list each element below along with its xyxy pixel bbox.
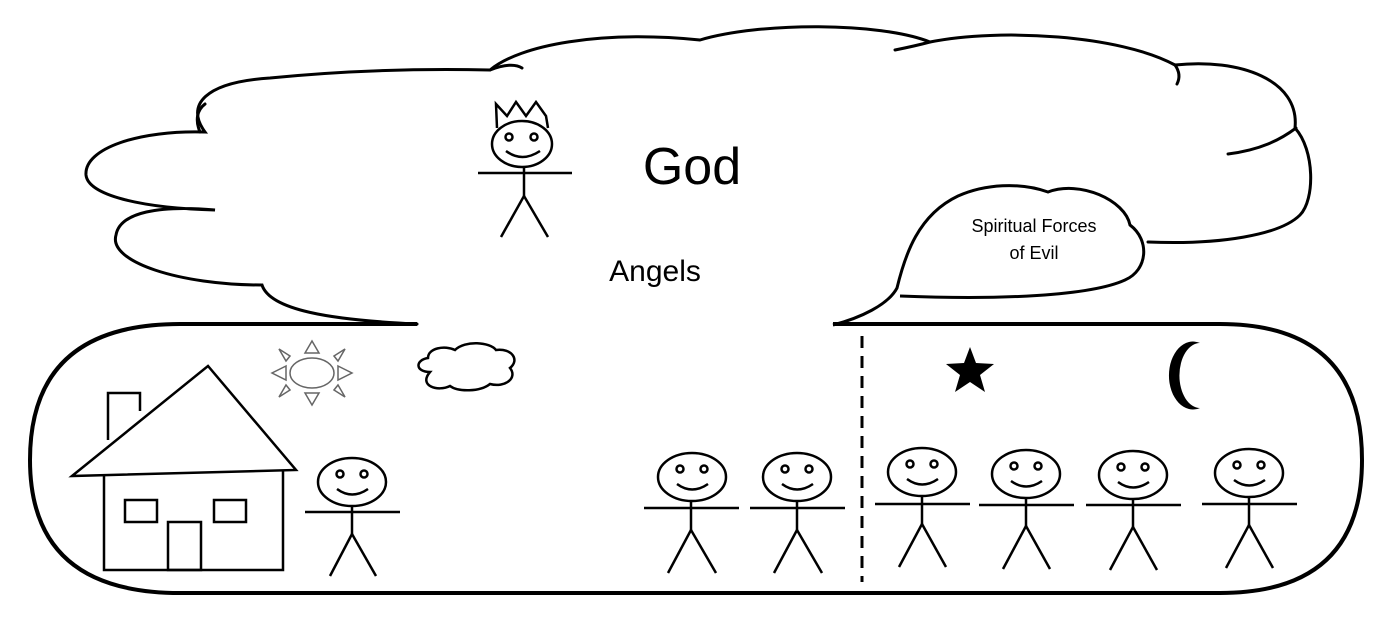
door bbox=[166, 520, 203, 572]
earth bbox=[27, 322, 1365, 595]
figure-dark-4 bbox=[1202, 447, 1297, 569]
evil-cloud-outline bbox=[832, 184, 1146, 327]
cloud-icon bbox=[417, 342, 516, 392]
evil-label-line1: Spiritual Forces bbox=[971, 216, 1096, 236]
earth-outline bbox=[27, 322, 1365, 595]
figure-light-2 bbox=[750, 451, 845, 574]
heaven-cloud-fold-mid bbox=[488, 63, 524, 72]
house-icon bbox=[68, 364, 299, 572]
heaven-cloud-outline bbox=[84, 25, 1313, 326]
roof bbox=[68, 364, 299, 478]
chimney bbox=[106, 391, 142, 440]
heaven-cloud-fold-left bbox=[195, 102, 207, 134]
angels-label: Angels bbox=[609, 255, 701, 288]
star-icon bbox=[946, 347, 994, 392]
window-right bbox=[212, 498, 248, 524]
figure-house bbox=[305, 456, 400, 577]
god-label: God bbox=[643, 138, 741, 196]
crowned-figure bbox=[478, 99, 572, 238]
house-walls bbox=[102, 470, 285, 572]
heaven-cloud-fold-top bbox=[893, 40, 932, 52]
evil-cloud bbox=[832, 184, 1146, 327]
crown-icon bbox=[494, 99, 550, 129]
window-left bbox=[123, 498, 159, 524]
evil-label-line2: of Evil bbox=[1009, 243, 1058, 263]
figure-head bbox=[490, 119, 554, 169]
sun-icon bbox=[270, 339, 354, 407]
heaven-cloud-fold-right2 bbox=[1226, 126, 1298, 156]
crescent-moon-icon bbox=[1168, 341, 1200, 410]
figure-dark-1 bbox=[875, 446, 970, 568]
figure-dark-3 bbox=[1086, 449, 1181, 571]
figure-light-1 bbox=[644, 451, 739, 574]
heaven-cloud-fold-right bbox=[1173, 63, 1181, 86]
figure-dark-2 bbox=[979, 448, 1074, 570]
